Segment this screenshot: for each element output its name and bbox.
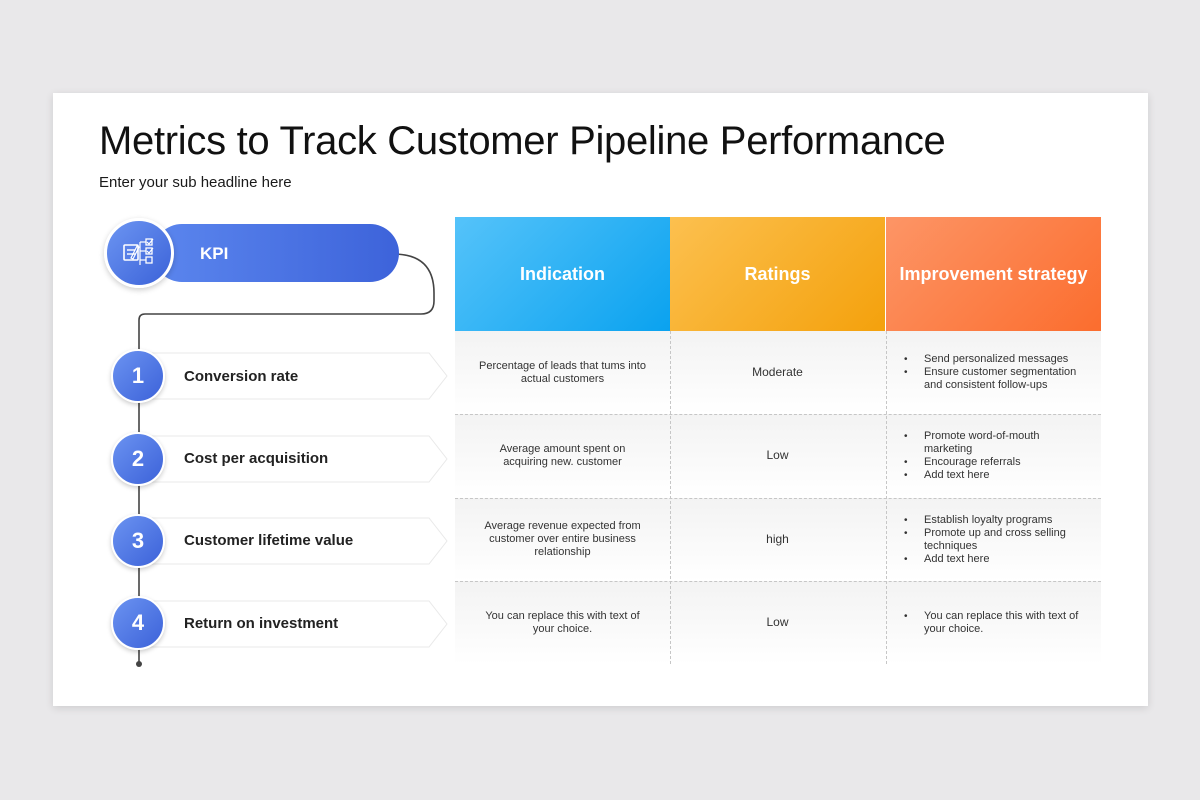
kpi-item-label-1: Conversion rate [184, 368, 299, 385]
kpi-row-4 [139, 600, 449, 648]
cell-strategy: Promote word-of-mouth marketing Encourag… [886, 414, 1101, 497]
cell-strategy: You can replace this with text of your c… [886, 581, 1101, 664]
kpi-row-3 [139, 517, 449, 565]
strategy-bullet: Establish loyalty programs [904, 514, 1085, 527]
strategy-bullet: Promote up and cross selling techniques [904, 527, 1085, 553]
header-improvement-strategy: Improvement strategy [886, 217, 1101, 331]
checklist-icon [123, 238, 154, 265]
strategy-bullet: Encourage referrals [904, 456, 1085, 469]
page-title: Metrics to Track Customer Pipeline Perfo… [99, 119, 946, 163]
column-divider [886, 331, 887, 664]
number-badge-3: 3 [111, 514, 165, 568]
cell-indication: Average revenue expected from customer o… [484, 520, 641, 558]
kpi-pill [153, 224, 399, 282]
kpi-row-2 [139, 435, 449, 483]
cell-rating: Low [766, 448, 789, 462]
cell-indication: Percentage of leads that tums into actua… [479, 359, 646, 385]
row-divider [455, 414, 1101, 415]
kpi-icon-circle [104, 218, 174, 288]
kpi-item-label-2: Cost per acquisition [184, 450, 329, 467]
strategy-bullet: Add text here [904, 553, 1085, 566]
cell-strategy: Establish loyalty programs Promote up an… [886, 498, 1101, 581]
cell-rating: Low [766, 615, 789, 629]
slide: Metrics to Track Customer Pipeline Perfo… [53, 93, 1148, 706]
header-indication: Indication [455, 217, 670, 331]
strategy-bullet: You can replace this with text of your c… [904, 610, 1085, 636]
strategy-bullet: Add text here [904, 469, 1085, 482]
strategy-bullet: Promote word-of-mouth marketing [904, 430, 1085, 456]
cell-indication: You can replace this with text of your c… [485, 609, 640, 635]
strategy-bullet: Send personalized messages [904, 353, 1085, 366]
kpi-item-label-4: Return on investment [184, 615, 339, 632]
kpi-item-label-3: Customer lifetime value [184, 532, 354, 549]
row-divider [455, 498, 1101, 499]
header-ratings: Ratings [670, 217, 885, 331]
number-badge-2: 2 [111, 432, 165, 486]
cell-indication: Average amount spent on acquiring new. c… [499, 442, 626, 468]
kpi-row-1 [139, 352, 449, 400]
cell-rating: Moderate [752, 365, 803, 379]
number-badge-1: 1 [111, 349, 165, 403]
kpi-label: KPI [200, 244, 229, 263]
page-subtitle: Enter your sub headline here [99, 174, 292, 191]
cell-rating: high [766, 532, 789, 546]
column-divider [670, 331, 671, 664]
cell-strategy: Send personalized messages Ensure custom… [886, 331, 1101, 414]
row-divider [455, 581, 1101, 582]
strategy-bullet: Ensure customer segmentation and consist… [904, 366, 1085, 392]
number-badge-4: 4 [111, 596, 165, 650]
